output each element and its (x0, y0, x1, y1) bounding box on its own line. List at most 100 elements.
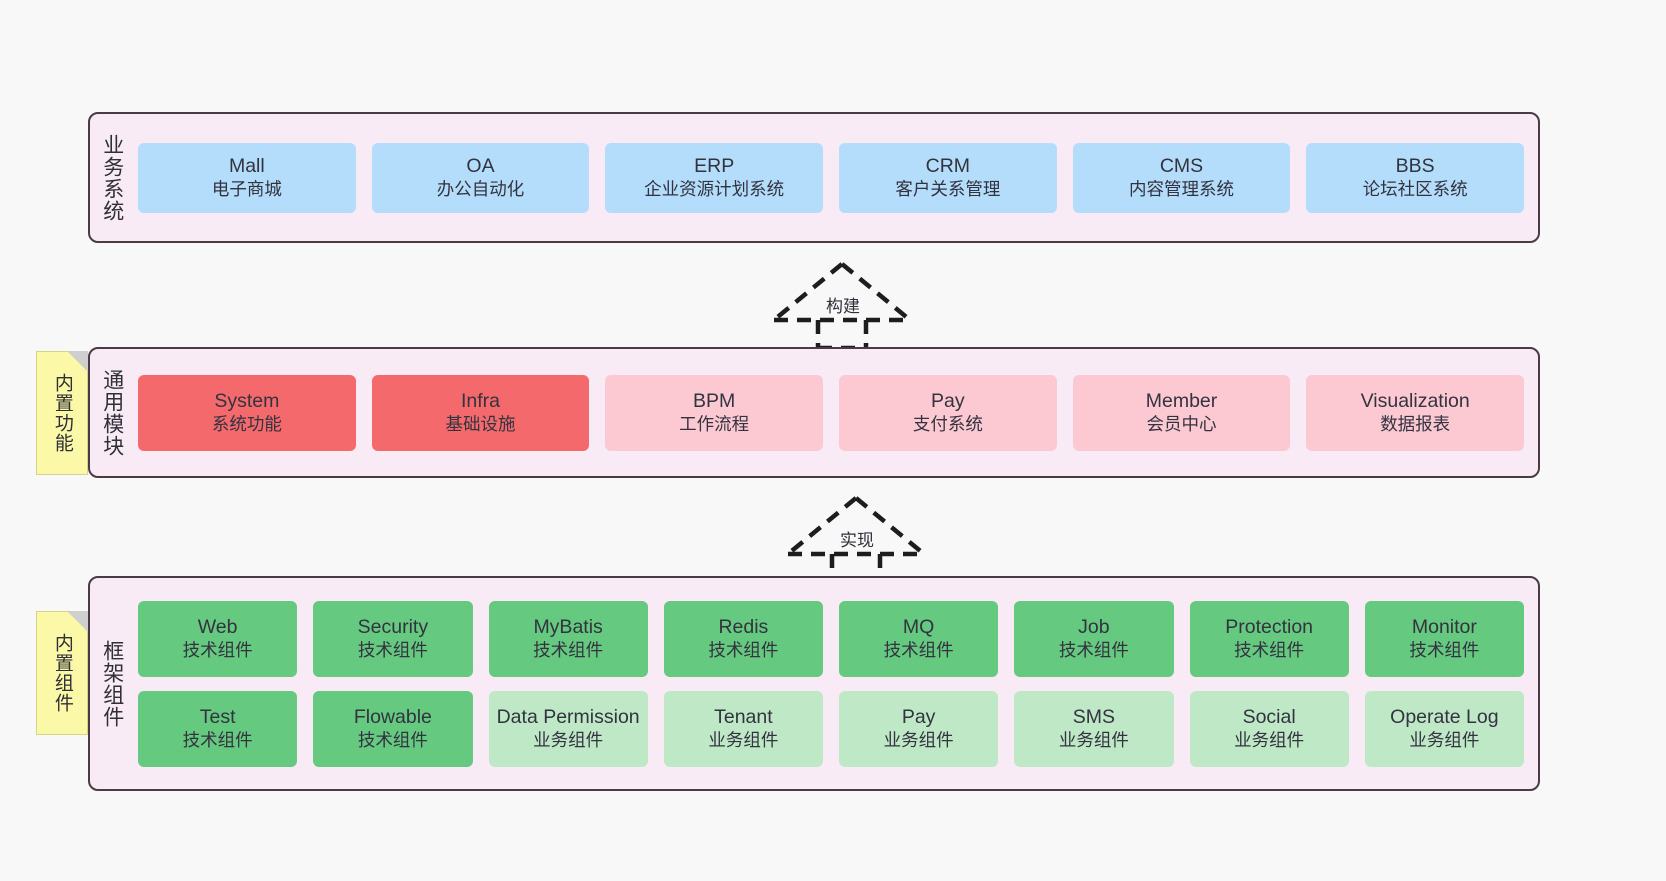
module-card-subtitle: 业务组件 (883, 729, 954, 750)
module-card-subtitle: 技术组件 (182, 729, 253, 750)
module-card-mq[interactable]: MQ 技术组件 (839, 600, 999, 677)
module-card-title: CMS (1159, 154, 1204, 177)
module-card-member[interactable]: Member 会员中心 (1072, 374, 1291, 451)
module-card-subtitle: 技术组件 (1234, 639, 1305, 660)
module-card-crm[interactable]: CRM 客户关系管理 (839, 142, 1057, 213)
layer-row: Web 技术组件 Security 技术组件 MyBatis 技术组件 Redi… (138, 600, 1524, 677)
module-card-subtitle: 业务组件 (533, 729, 604, 750)
module-card-bpm[interactable]: BPM 工作流程 (605, 374, 824, 451)
module-card-subtitle: 企业资源计划系统 (644, 178, 785, 199)
module-card-visualization[interactable]: Visualization 数据报表 (1306, 374, 1525, 451)
layer-row: Test 技术组件 Flowable 技术组件 Data Permission … (138, 690, 1524, 767)
module-card-title: OA (466, 154, 495, 177)
module-card-cms[interactable]: CMS 内容管理系统 (1072, 142, 1291, 213)
module-card-title: Web (197, 615, 238, 638)
module-card-sms[interactable]: SMS 业务组件 (1014, 690, 1174, 767)
module-card-subtitle: 论坛社区系统 (1362, 178, 1468, 199)
module-card-subtitle: 基础设施 (445, 413, 516, 434)
layer-body-business: Mall 电子商城 OA 办公自动化 ERP 企业资源计划系统 CRM 客户关系… (134, 114, 1538, 241)
module-card-subtitle: 数据报表 (1380, 413, 1451, 434)
module-card-title: Social (1242, 705, 1296, 728)
layer-body-common: System 系统功能 Infra 基础设施 BPM 工作流程 Pay 支付系统… (134, 349, 1538, 476)
module-card-subtitle: 内容管理系统 (1129, 178, 1235, 199)
module-card-title: Monitor (1411, 615, 1477, 638)
layer-row: Mall 电子商城 OA 办公自动化 ERP 企业资源计划系统 CRM 客户关系… (138, 142, 1525, 213)
module-card-subtitle: 工作流程 (679, 413, 750, 434)
module-card-title: CRM (925, 154, 971, 177)
module-card-bbs[interactable]: BBS 论坛社区系统 (1306, 142, 1525, 213)
layer-body-frame: Web 技术组件 Security 技术组件 MyBatis 技术组件 Redi… (134, 578, 1538, 789)
sticky-note-builtin-component: 内置组件 (36, 611, 88, 735)
module-card-job[interactable]: Job 技术组件 (1014, 600, 1174, 677)
module-card-title: Flowable (353, 705, 432, 728)
module-card-title: Operate Log (1390, 705, 1499, 728)
module-card-subtitle: 技术组件 (357, 729, 428, 750)
module-card-subtitle: 业务组件 (1058, 729, 1129, 750)
module-card-subtitle: 系统功能 (211, 413, 282, 434)
layer-framework-components: 框架组件 Web 技术组件 Security 技术组件 MyBatis 技术组件… (88, 576, 1540, 791)
module-card-title: Test (199, 705, 236, 728)
module-card-test[interactable]: Test 技术组件 (138, 690, 298, 767)
relation-realize: 实现 (776, 492, 936, 584)
layer-title-common: 通用模块 (100, 368, 124, 457)
module-card-title: Redis (718, 615, 769, 638)
module-card-subtitle: 支付系统 (912, 413, 983, 434)
module-card-redis[interactable]: Redis 技术组件 (663, 600, 823, 677)
module-card-subtitle: 技术组件 (357, 639, 428, 660)
module-card-system[interactable]: System 系统功能 (138, 374, 356, 451)
module-card-title: Data Permission (496, 705, 640, 728)
module-card-pay[interactable]: Pay 支付系统 (839, 374, 1057, 451)
module-card-protection[interactable]: Protection 技术组件 (1189, 600, 1349, 677)
module-card-title: Job (1078, 615, 1110, 638)
module-card-operate-log[interactable]: Operate Log 业务组件 (1364, 690, 1524, 767)
relation-label-realize: 实现 (838, 526, 876, 551)
module-card-subtitle: 业务组件 (1234, 729, 1305, 750)
module-card-title: Tenant (714, 705, 773, 728)
module-card-monitor[interactable]: Monitor 技术组件 (1364, 600, 1524, 677)
module-card-subtitle: 电子商城 (211, 178, 282, 199)
module-card-web[interactable]: Web 技术组件 (138, 600, 298, 677)
module-card-pay-business[interactable]: Pay 业务组件 (839, 690, 999, 767)
module-card-mybatis[interactable]: MyBatis 技术组件 (488, 600, 648, 677)
module-card-title: Protection (1225, 615, 1314, 638)
module-card-title: Security (357, 615, 429, 638)
module-card-title: BBS (1395, 154, 1435, 177)
layer-business-systems: 业务系统 Mall 电子商城 OA 办公自动化 ERP 企业资源计划系统 CRM… (88, 112, 1540, 243)
module-card-security[interactable]: Security 技术组件 (313, 600, 473, 677)
module-card-title: MyBatis (533, 615, 603, 638)
module-card-flowable[interactable]: Flowable 技术组件 (313, 690, 473, 767)
module-card-title: Pay (901, 705, 936, 728)
module-card-title: BPM (693, 389, 736, 412)
module-card-oa[interactable]: OA 办公自动化 (371, 142, 590, 213)
module-card-social[interactable]: Social 业务组件 (1189, 690, 1349, 767)
module-card-subtitle: 技术组件 (182, 639, 253, 660)
module-card-title: Member (1145, 389, 1218, 412)
module-card-infra[interactable]: Infra 基础设施 (371, 374, 590, 451)
module-card-subtitle: 技术组件 (1409, 639, 1480, 660)
module-card-erp[interactable]: ERP 企业资源计划系统 (605, 142, 824, 213)
module-card-title: Pay (931, 389, 965, 412)
module-card-subtitle: 业务组件 (708, 729, 779, 750)
module-card-title: Infra (460, 389, 501, 412)
module-card-subtitle: 技术组件 (883, 639, 954, 660)
module-card-subtitle: 会员中心 (1146, 413, 1217, 434)
layer-row: System 系统功能 Infra 基础设施 BPM 工作流程 Pay 支付系统… (138, 374, 1525, 451)
module-card-subtitle: 技术组件 (708, 639, 779, 660)
layer-title-frame: 框架组件 (100, 639, 124, 728)
module-card-title: Mall (228, 154, 265, 177)
module-card-data-permission[interactable]: Data Permission 业务组件 (488, 690, 648, 767)
layer-title-business: 业务系统 (100, 133, 124, 222)
layer-common-modules: 通用模块 System 系统功能 Infra 基础设施 BPM 工作流程 Pay… (88, 347, 1540, 478)
module-card-subtitle: 业务组件 (1409, 729, 1480, 750)
module-card-title: System (214, 389, 280, 412)
module-card-mall[interactable]: Mall 电子商城 (138, 142, 356, 213)
module-card-title: Visualization (1360, 389, 1470, 412)
module-card-title: ERP (694, 154, 735, 177)
module-card-subtitle: 技术组件 (533, 639, 604, 660)
module-card-tenant[interactable]: Tenant 业务组件 (663, 690, 823, 767)
relation-build: 构建 (762, 258, 922, 350)
module-card-subtitle: 办公自动化 (436, 178, 525, 199)
module-card-subtitle: 客户关系管理 (895, 178, 1001, 199)
module-card-subtitle: 技术组件 (1058, 639, 1129, 660)
module-card-title: MQ (902, 615, 935, 638)
